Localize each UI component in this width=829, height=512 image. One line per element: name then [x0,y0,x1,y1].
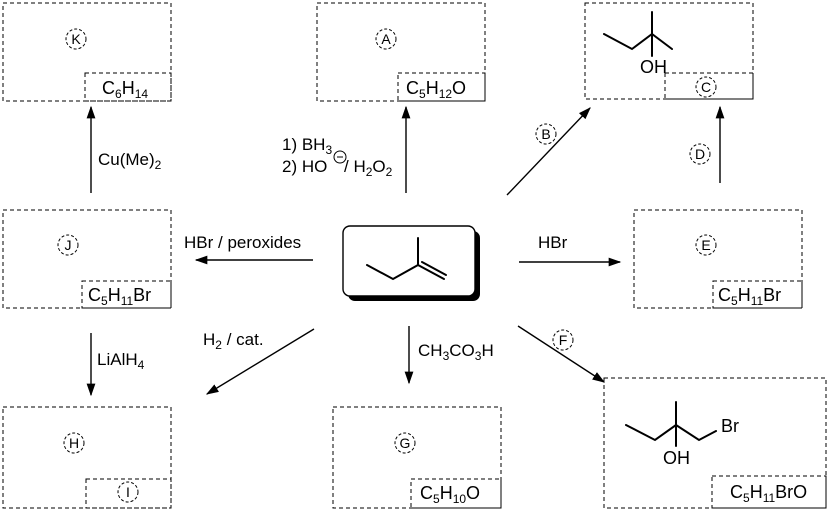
arrow-to-h [205,328,315,395]
formula-e: C5H11Br [718,285,781,308]
reagent-d: D [689,143,711,165]
compound-box-g: G C5H10O [332,406,502,509]
svg-text:1) BH3: 1) BH3 [282,135,332,157]
label-h: H [69,435,79,451]
reagent-to-h: LiAlH4 [97,350,145,372]
svg-text:F: F [559,332,568,348]
structure-f-bonds [625,401,717,447]
reagent-to-j: HBr / peroxides [184,233,301,252]
compound-box-e: E C5H11Br [633,209,803,309]
svg-text:D: D [695,146,705,162]
oh-label-c: OH [640,57,667,77]
label-k: K [71,31,81,47]
structure-alkene-bonds [366,237,447,281]
formula-g: C5H10O [420,483,480,506]
label-a: A [381,31,391,47]
label-g: G [400,435,411,451]
svg-text:Cu(Me)2: Cu(Me)2 [98,150,162,172]
br-label-f: Br [721,416,739,436]
reagent-f: F [552,329,574,351]
arrow-to-c [506,107,591,196]
reagent-to-g: CH3CO3H [418,341,494,363]
formula-k: C6H14 [102,78,148,101]
svg-text:B: B [541,126,550,142]
compound-box-k: K C6H14 [2,2,172,102]
svg-text:/ H2O2: / H2O2 [344,157,393,179]
svg-text:2) HO: 2) HO [282,157,327,176]
label-i: I [126,484,130,500]
reagent-to-a: 1) BH3 2) HO / H2O2 [282,135,393,179]
compound-box-h: H I [2,406,172,509]
compound-box-a: A C5H12O [316,2,486,102]
compound-box-f: Br OH C5H11BrO [603,377,827,509]
svg-text:H2 / cat.: H2 / cat. [203,330,264,352]
formula-j: C5H11Br [88,285,151,308]
svg-text:LiAlH4: LiAlH4 [97,350,145,372]
formula-a: C5H12O [406,78,466,101]
reagent-to-k: Cu(Me)2 [98,150,162,172]
compound-box-c: C OH [584,2,754,100]
svg-text:CH3CO3H: CH3CO3H [418,341,494,363]
label-e: E [701,237,710,253]
oh-label-f: OH [663,448,690,468]
arrow-to-f [517,325,606,383]
reagent-b: B [535,123,557,145]
reagent-hydrogenation: H2 / cat. [203,330,264,352]
label-c: C [701,79,711,95]
compound-box-j: J C5H11Br [2,209,172,309]
reagent-to-e: HBr [538,233,568,252]
structure-c-bonds [603,11,673,57]
formula-f: C5H11BrO [730,482,807,505]
label-j: J [65,237,72,253]
starting-material [342,225,480,301]
